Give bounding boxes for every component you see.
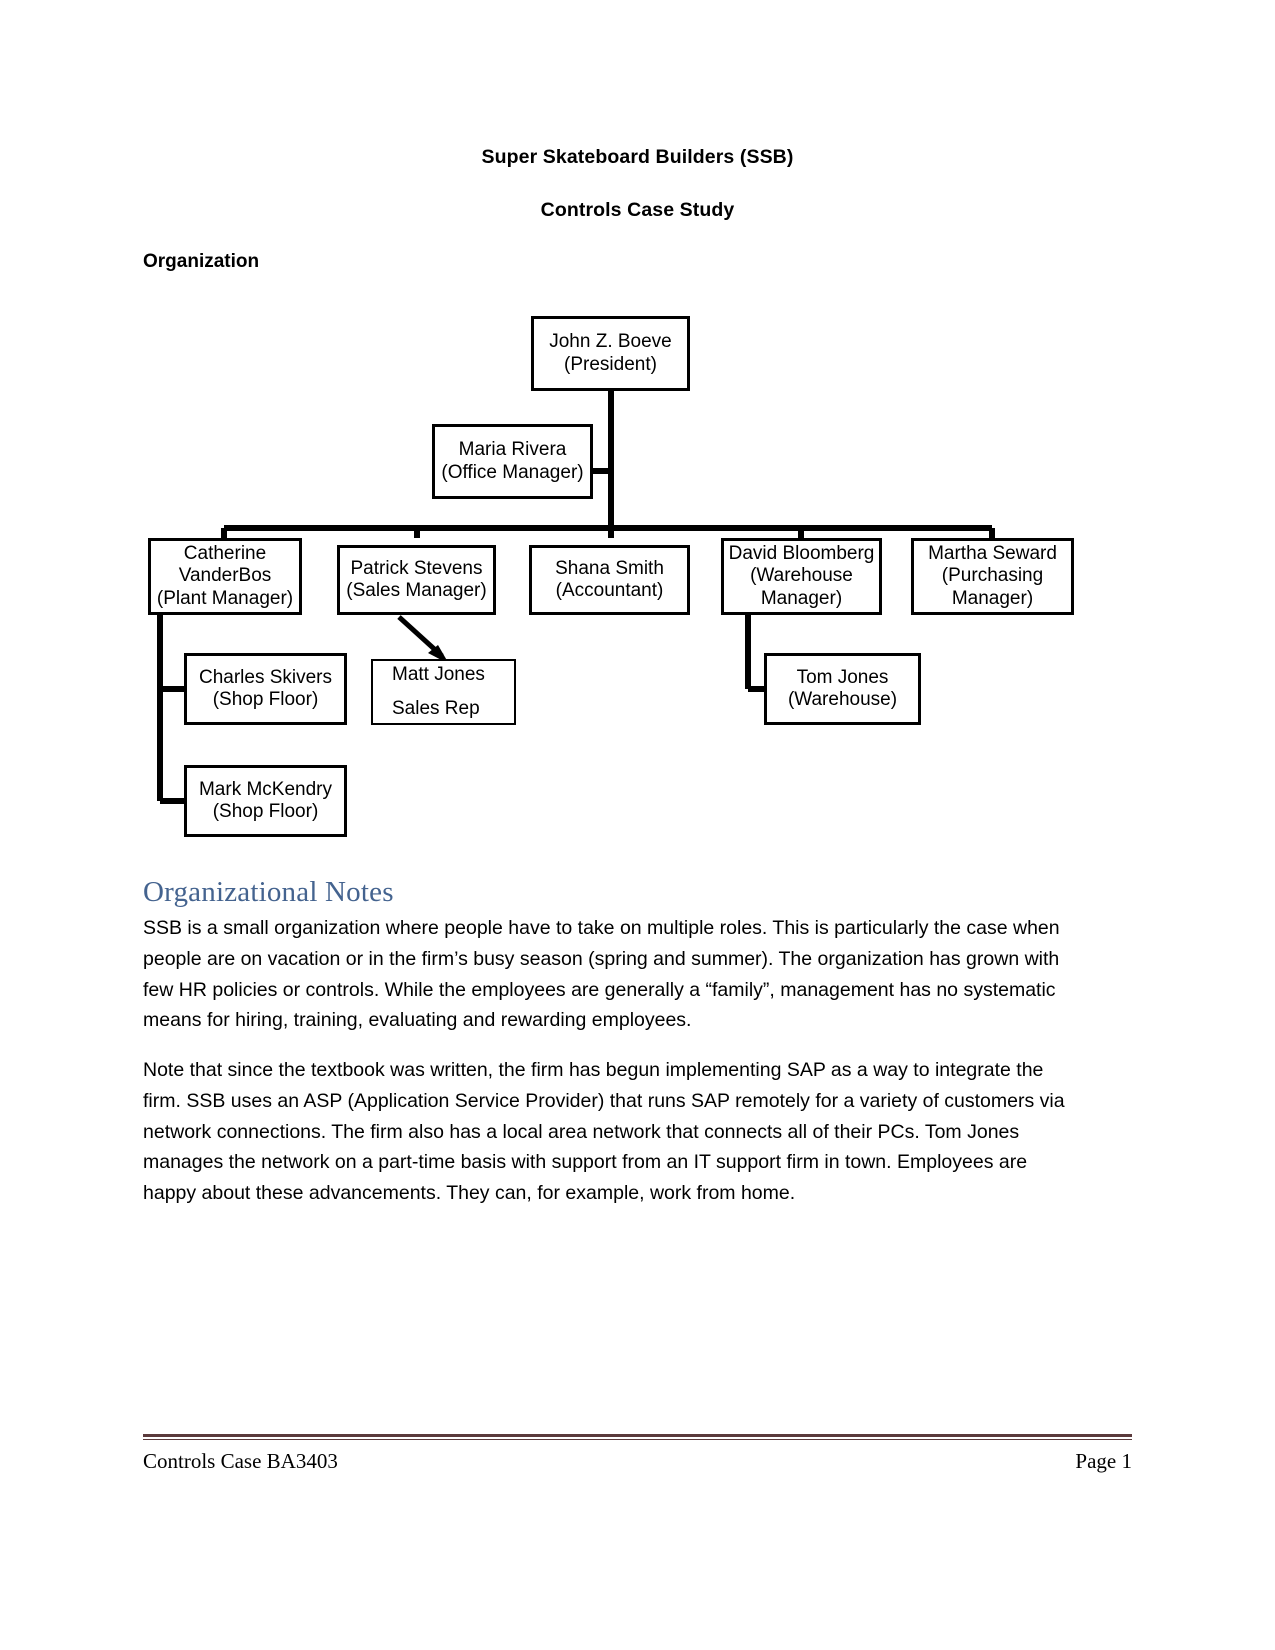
org-node-shop-floor-skivers[interactable]: Charles Skivers (Shop Floor) <box>184 653 347 725</box>
document-title-line2: Controls Case Study <box>540 199 735 221</box>
org-node-shop-floor-mckendry-name: Mark McKendry <box>198 778 333 800</box>
section-heading-organization: Organization <box>143 251 260 272</box>
org-chart: John Z. Boeve (President) Maria Rivera (… <box>0 295 1275 855</box>
footer-left-text: Controls Case BA3403 <box>143 1449 338 1473</box>
org-node-president-name: John Z. Boeve <box>549 331 672 353</box>
org-node-sales-rep-name: Matt Jones <box>392 663 485 685</box>
notes-paragraph-2: Note that since the textbook was written… <box>143 1059 1065 1205</box>
org-node-warehouse-manager-name: David Bloomberg <box>728 542 875 564</box>
org-node-warehouse-manager-role-line2: Manager) <box>760 587 843 609</box>
org-node-purchasing-manager-role-line1: (Purchasing <box>941 565 1044 587</box>
org-node-office-manager-role: (Office Manager) <box>441 461 584 483</box>
org-node-accountant-role: (Accountant) <box>555 580 664 601</box>
org-node-purchasing-manager-role-line2: Manager) <box>951 587 1034 609</box>
org-node-accountant-name: Shana Smith <box>555 557 664 579</box>
org-node-sales-rep[interactable]: Matt Jones Sales Rep <box>371 659 516 725</box>
org-node-sales-manager-role: (Sales Manager) <box>346 580 487 601</box>
org-node-office-manager[interactable]: Maria Rivera (Office Manager) <box>432 424 593 499</box>
org-node-purchasing-manager[interactable]: Martha Seward (Purchasing Manager) <box>911 538 1074 615</box>
org-node-president[interactable]: John Z. Boeve (President) <box>531 316 690 391</box>
org-node-shop-floor-skivers-name: Charles Skivers <box>198 666 333 688</box>
org-node-warehouse-staff-name: Tom Jones <box>796 666 889 688</box>
page-footer: Controls Case BA3403 Page 1 <box>143 1449 1132 1474</box>
footer-page-number: Page 1 <box>1075 1449 1132 1473</box>
org-node-office-manager-name: Maria Rivera <box>458 439 567 461</box>
org-node-plant-manager[interactable]: Catherine VanderBos (Plant Manager) <box>148 538 302 615</box>
org-chart-connectors <box>157 391 995 804</box>
org-node-shop-floor-skivers-role: (Shop Floor) <box>212 689 319 710</box>
document-title-line1: Super Skateboard Builders (SSB) <box>481 146 794 168</box>
org-node-accountant[interactable]: Shana Smith (Accountant) <box>529 545 690 615</box>
org-node-plant-manager-role: (Plant Manager) <box>156 587 294 609</box>
org-node-warehouse-manager-role-line1: (Warehouse <box>750 565 853 587</box>
footer-divider <box>143 1434 1132 1437</box>
footer-divider-thin <box>143 1439 1132 1440</box>
org-node-shop-floor-mckendry[interactable]: Mark McKendry (Shop Floor) <box>184 765 347 837</box>
org-node-president-role: (President) <box>564 353 657 375</box>
org-node-warehouse-staff-role: (Warehouse) <box>787 689 898 710</box>
org-node-shop-floor-mckendry-role: (Shop Floor) <box>212 801 319 822</box>
org-node-purchasing-manager-name: Martha Seward <box>928 542 1057 564</box>
org-node-plant-manager-name-line1: Catherine <box>183 542 267 564</box>
org-node-sales-rep-role: Sales Rep <box>392 698 480 719</box>
org-node-plant-manager-name-line2: VanderBos <box>178 565 272 587</box>
org-node-sales-manager-name: Patrick Stevens <box>350 557 483 579</box>
org-node-warehouse-manager[interactable]: David Bloomberg (Warehouse Manager) <box>721 538 882 615</box>
org-node-sales-manager[interactable]: Patrick Stevens (Sales Manager) <box>337 545 496 615</box>
notes-paragraph-1: SSB is a small organization where people… <box>143 917 1060 1032</box>
notes-heading: Organizational Notes <box>143 876 394 908</box>
org-node-warehouse-staff[interactable]: Tom Jones (Warehouse) <box>764 653 921 725</box>
